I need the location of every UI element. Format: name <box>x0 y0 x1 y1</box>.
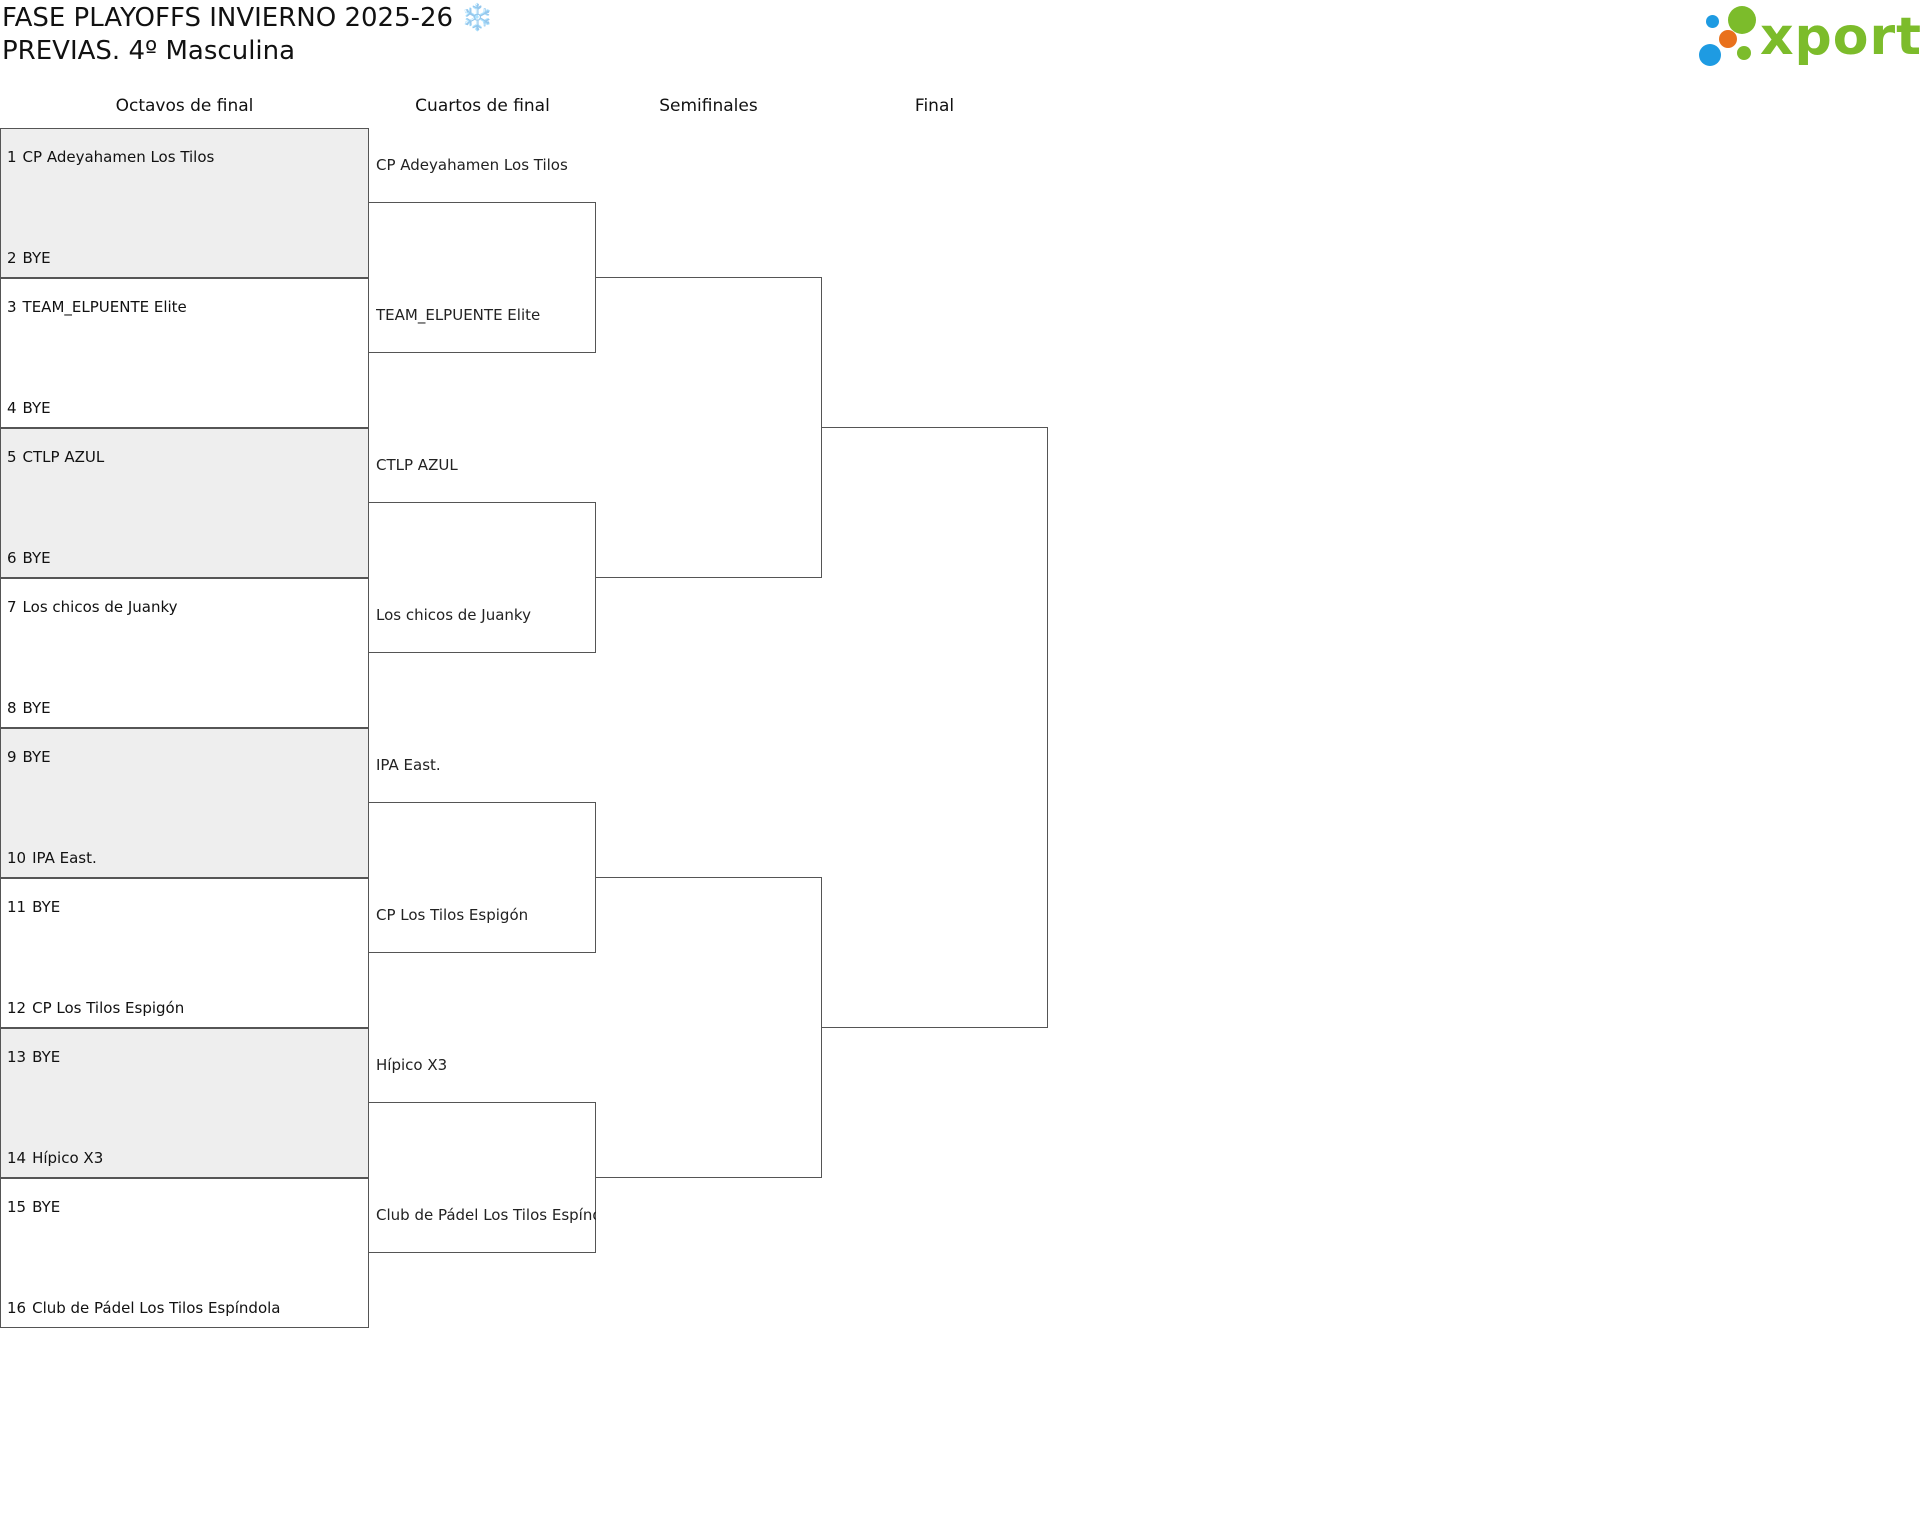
r16-match: 5 CTLP AZUL 6 BYE <box>0 428 369 578</box>
team-name: BYE <box>22 699 51 717</box>
r16-team-bottom: 14 Hípico X3 <box>7 1149 103 1167</box>
team-name: BYE <box>22 549 51 567</box>
seed-number: 14 <box>7 1149 27 1167</box>
team-name: BYE <box>22 748 51 766</box>
r16-match: 1 CP Adeyahamen Los Tilos 2 BYE <box>0 128 369 278</box>
team-name: BYE <box>32 898 61 916</box>
team-name: BYE <box>32 1048 61 1066</box>
round-header-final: Final <box>914 96 955 116</box>
r16-team-bottom: 16 Club de Pádel Los Tilos Espíndola <box>7 1299 281 1317</box>
qf-connector <box>369 802 596 953</box>
logo-dot-blue-small <box>1706 15 1719 28</box>
seed-number: 12 <box>7 999 27 1017</box>
r16-team-top: 7 Los chicos de Juanky <box>7 598 178 616</box>
team-name: Hípico X3 <box>32 1149 104 1167</box>
r16-team-bottom: 12 CP Los Tilos Espigón <box>7 999 184 1017</box>
logo-dot-green <box>1728 6 1756 34</box>
r16-match: 3 TEAM_ELPUENTE Elite 4 BYE <box>0 278 369 428</box>
seed-number: 4 <box>7 399 17 417</box>
team-name: BYE <box>22 399 51 417</box>
r16-team-bottom: 10 IPA East. <box>7 849 97 867</box>
page-title: FASE PLAYOFFS INVIERNO 2025-26 ❄️ PREVIA… <box>2 2 494 68</box>
r16-team-top: 11 BYE <box>7 898 60 916</box>
r16-match: 7 Los chicos de Juanky 8 BYE <box>0 578 369 728</box>
qf-team-label: IPA East. <box>376 756 441 774</box>
qf-team-label: Los chicos de Juanky <box>376 606 531 624</box>
team-name: BYE <box>22 249 51 267</box>
r16-match: 9 BYE 10 IPA East. <box>0 728 369 878</box>
team-name: CP Los Tilos Espigón <box>32 999 185 1017</box>
r16-team-bottom: 8 BYE <box>7 699 51 717</box>
seed-number: 5 <box>7 448 17 466</box>
title-line-2: PREVIAS. 4º Masculina <box>2 36 296 66</box>
r16-match: 13 BYE 14 Hípico X3 <box>0 1028 369 1178</box>
logo-wordmark: xporty <box>1760 7 1920 67</box>
r16-team-bottom: 2 BYE <box>7 249 51 267</box>
qf-connector <box>369 502 596 653</box>
seed-number: 9 <box>7 748 17 766</box>
qf-team-label: CP Los Tilos Espigón <box>376 906 529 924</box>
sf-connector <box>595 277 822 578</box>
r16-match: 15 BYE 16 Club de Pádel Los Tilos Espíndola <box>0 1178 369 1328</box>
round-header-cuartos: Cuartos de final <box>415 96 550 116</box>
final-connector <box>821 427 1048 1028</box>
r16-team-top: 13 BYE <box>7 1048 60 1066</box>
sf-connector <box>595 877 822 1178</box>
seed-number: 13 <box>7 1048 27 1066</box>
team-name: Los chicos de Juanky <box>22 598 178 616</box>
qf-connector <box>369 202 596 353</box>
seed-number: 1 <box>7 148 17 166</box>
logo-dot-green-small <box>1737 46 1751 60</box>
seed-number: 3 <box>7 298 17 316</box>
qf-team-label: CP Adeyahamen Los Tilos <box>376 156 568 174</box>
seed-number: 7 <box>7 598 17 616</box>
team-name: CTLP AZUL <box>22 448 105 466</box>
r16-team-top: 3 TEAM_ELPUENTE Elite <box>7 298 187 316</box>
qf-team-label: CTLP AZUL <box>376 456 458 474</box>
seed-number: 8 <box>7 699 17 717</box>
seed-number: 11 <box>7 898 27 916</box>
qf-team-label: Hípico X3 <box>376 1056 448 1074</box>
seed-number: 15 <box>7 1198 27 1216</box>
team-name: IPA East. <box>32 849 97 867</box>
logo-dot-orange <box>1719 30 1737 48</box>
round-header-octavos: Octavos de final <box>115 96 254 116</box>
r16-team-bottom: 6 BYE <box>7 549 51 567</box>
r16-team-top: 15 BYE <box>7 1198 60 1216</box>
r16-match: 11 BYE 12 CP Los Tilos Espigón <box>0 878 369 1028</box>
team-name: BYE <box>32 1198 61 1216</box>
seed-number: 2 <box>7 249 17 267</box>
qf-connector <box>369 1102 596 1253</box>
title-line-1: FASE PLAYOFFS INVIERNO 2025-26 ❄️ <box>2 3 494 33</box>
team-name: CP Adeyahamen Los Tilos <box>22 148 215 166</box>
xporty-logo: xporty <box>1697 2 1920 72</box>
team-name: TEAM_ELPUENTE Elite <box>22 298 187 316</box>
seed-number: 16 <box>7 1299 27 1317</box>
seed-number: 10 <box>7 849 27 867</box>
round-header-semifinales: Semifinales <box>659 96 758 116</box>
r16-team-top: 1 CP Adeyahamen Los Tilos <box>7 148 214 166</box>
r16-team-bottom: 4 BYE <box>7 399 51 417</box>
seed-number: 6 <box>7 549 17 567</box>
team-name: Club de Pádel Los Tilos Espíndola <box>32 1299 281 1317</box>
r16-team-top: 9 BYE <box>7 748 51 766</box>
qf-team-label: Club de Pádel Los Tilos Espíndola <box>376 1206 596 1224</box>
qf-team-label: TEAM_ELPUENTE Elite <box>376 306 541 324</box>
logo-dot-blue-large <box>1699 44 1721 66</box>
r16-team-top: 5 CTLP AZUL <box>7 448 104 466</box>
